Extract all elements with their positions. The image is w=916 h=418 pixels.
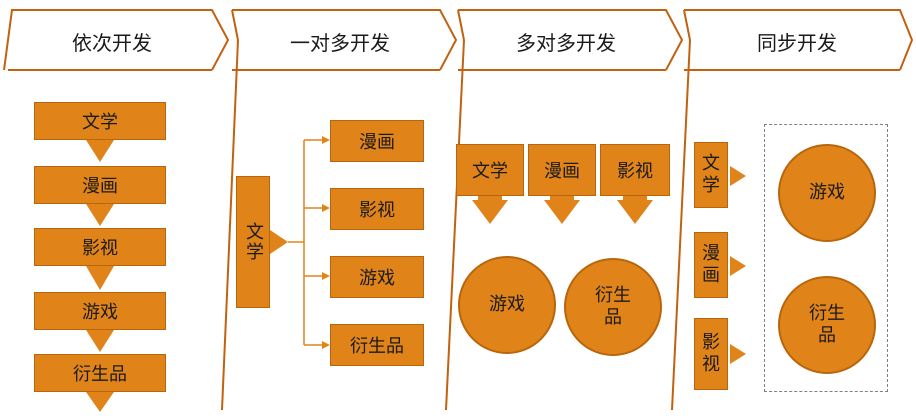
panel-title-sequential: 依次开发 [72,31,152,55]
sync-output-game: 游戏 [778,144,876,242]
sync-output-merch: 衍生 品 [778,276,876,374]
otm-target-merch: 衍生品 [330,324,424,366]
panel-3-chevron [458,9,684,71]
sync-source-literature: 文 学 [694,142,728,208]
sync-source-film: 影 视 [694,318,728,390]
sync-source-comics: 漫 画 [694,232,728,298]
otm-source-label: 文学 [243,222,264,262]
seq-node-merch: 衍生品 [34,354,166,392]
otm-target-comics: 漫画 [330,120,424,162]
seq-node-game: 游戏 [34,292,166,330]
sync-dashed-group [764,124,888,392]
mtm-source-literature: 文学 [456,144,524,196]
sync-arrow-3 [730,344,746,364]
panel-title-sync: 同步开发 [757,31,837,55]
mtm-arrow-2 [544,200,580,224]
seq-arrow-2 [86,204,114,226]
seq-arrow-3 [86,266,114,290]
seq-arrow-1 [86,140,114,162]
panel-title-many-to-many: 多对多开发 [516,31,616,55]
seq-node-film: 影视 [34,228,166,266]
otm-source-literature: 文学 [236,176,270,308]
otm-target-game: 游戏 [330,256,424,298]
sync-arrow-2 [730,256,746,276]
panel-1-chevron [3,9,230,71]
seq-arrow-4 [86,330,114,352]
mtm-source-comics: 漫画 [528,144,596,196]
mtm-output-merch: 衍生 品 [564,258,662,356]
seq-node-comics: 漫画 [34,166,166,204]
panel-4-chevron [684,9,914,71]
sync-arrow-1 [730,166,746,186]
mtm-arrow-3 [617,200,653,224]
mtm-source-film: 影视 [600,144,670,196]
seq-arrow-5 [86,392,114,412]
otm-target-film: 影视 [330,188,424,230]
panel-title-one-to-many: 一对多开发 [290,31,390,55]
branch-connectors [288,139,322,346]
mtm-output-game: 游戏 [458,256,556,354]
mtm-arrow-1 [472,200,508,224]
seq-node-literature: 文学 [34,102,166,140]
panel-2-chevron [232,9,458,71]
